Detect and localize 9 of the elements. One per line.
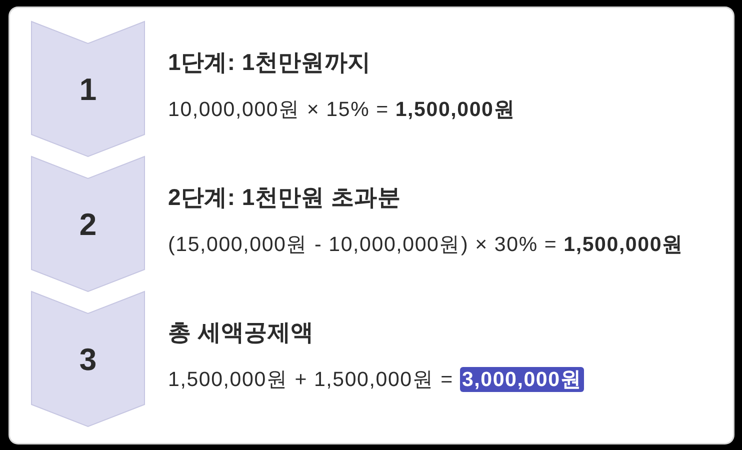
- formula-text: (15,000,000원 - 10,000,000원) × 30% = 1,500,000원: [168, 232, 684, 258]
- step-number: 3: [79, 342, 97, 378]
- formula-text: 10,000,000원 × 15% = 1,500,000원: [168, 97, 516, 123]
- step-heading: 1단계: 1천만원까지: [168, 48, 371, 76]
- step-heading: 총 세액공제액: [168, 318, 314, 346]
- step-number: 2: [79, 207, 97, 243]
- step-number: 1: [79, 72, 97, 108]
- formula-text: 1,500,000원 + 1,500,000원 = 3,000,000원: [168, 366, 584, 394]
- step-heading: 2단계: 1천만원 초과분: [168, 183, 401, 211]
